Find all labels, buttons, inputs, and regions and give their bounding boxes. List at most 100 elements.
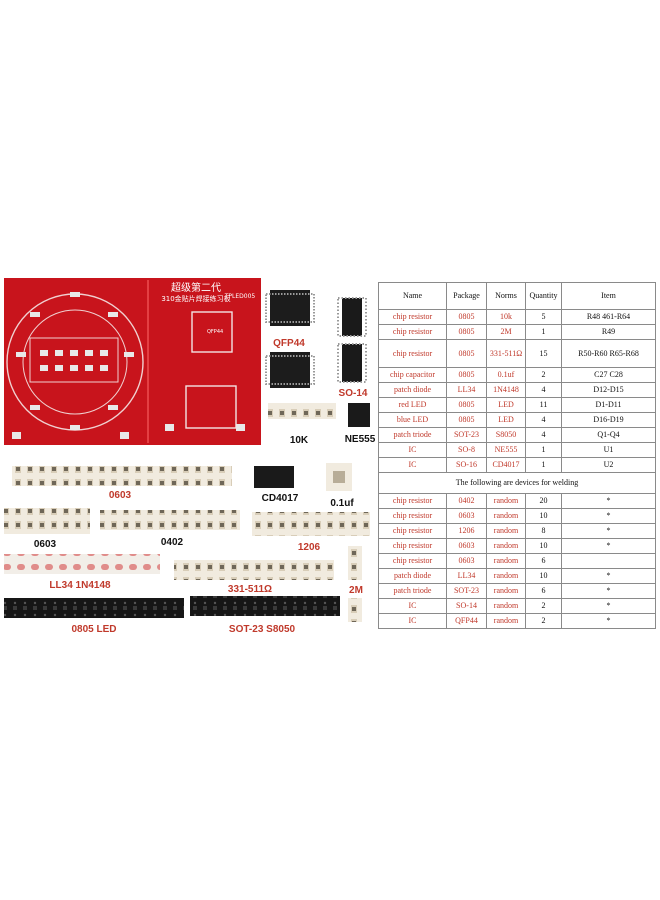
table-cell: R48 461-R64: [561, 309, 656, 325]
table-cell: C27 C28: [561, 367, 656, 383]
table-cell: 4: [525, 412, 562, 428]
table-cell: patch triode: [378, 583, 447, 599]
table-cell: 11: [525, 397, 562, 413]
table-cell: 4: [525, 382, 562, 398]
header-name: Name: [378, 282, 447, 310]
label-ll34: LL34 1N4148: [49, 580, 111, 591]
table-cell: 10k: [486, 309, 526, 325]
pcb-title: 超级第二代: [171, 281, 221, 294]
qfp44-chips: [265, 290, 315, 388]
separator-row: The following are devices for welding: [378, 472, 656, 494]
table-cell: red LED: [378, 397, 447, 413]
table-cell: *: [561, 613, 656, 629]
table-cell: SOT-23: [446, 427, 487, 443]
table-cell: *: [561, 538, 656, 554]
table-cell: IC: [378, 457, 447, 473]
table-cell: *: [561, 568, 656, 584]
separator-text: The following are devices for welding: [378, 472, 656, 494]
table-cell: 0603: [446, 508, 487, 524]
table-cell: QFP44: [446, 613, 487, 629]
label-1206: 1206: [298, 542, 321, 553]
table-cell: CD4017: [486, 457, 526, 473]
table-cell: patch diode: [378, 568, 447, 584]
table-cell: *: [561, 583, 656, 599]
pcb-board: 超级第二代 310金贴片焊接练习板 TPLED005 QFP44: [4, 278, 261, 445]
parts-table: Name Package Norms Quantity Item chip re…: [378, 282, 656, 629]
table-cell: random: [486, 493, 526, 509]
table-cell: LED: [486, 397, 526, 413]
strip-1206: [252, 512, 370, 536]
table-cell: random: [486, 508, 526, 524]
table-cell: 2: [525, 367, 562, 383]
label-331-511: 331-511Ω: [228, 584, 272, 595]
label-2m: 2M: [349, 585, 363, 596]
table-cell: 10: [525, 568, 562, 584]
table-cell: chip resistor: [378, 493, 447, 509]
table-cell: patch diode: [378, 382, 447, 398]
strip-0603-top: [12, 466, 232, 486]
table-cell: U1: [561, 442, 656, 458]
table-cell: random: [486, 598, 526, 614]
table-cell: 0805: [446, 339, 487, 368]
table-cell: U2: [561, 457, 656, 473]
table-cell: 1: [525, 442, 562, 458]
label-sot23: SOT-23 S8050: [229, 624, 296, 635]
table-cell: LL34: [446, 568, 487, 584]
table-header-row: Name Package Norms Quantity Item: [378, 282, 656, 310]
table-cell: SO-14: [446, 598, 487, 614]
table-cell: 15: [525, 339, 562, 368]
table-cell: LL34: [446, 382, 487, 398]
table-cell: random: [486, 523, 526, 539]
strip-2m-upper: [348, 546, 362, 580]
pcb-chip-label: QFP44: [207, 329, 223, 335]
table-cell: 1: [525, 457, 562, 473]
table-cell: 0805: [446, 397, 487, 413]
table-cell: 0603: [446, 553, 487, 569]
header-package: Package: [446, 282, 487, 310]
table-cell: 10: [525, 508, 562, 524]
table-cell: 0805: [446, 412, 487, 428]
table-cell: random: [486, 568, 526, 584]
cd4017-chip: [254, 466, 294, 488]
table-cell: 0805: [446, 367, 487, 383]
strip-0805-led: [4, 598, 184, 618]
table-cell: 5: [525, 309, 562, 325]
table-cell: chip resistor: [378, 523, 447, 539]
label-0-1uf: 0.1uf: [330, 498, 354, 509]
table-cell: SOT-23: [446, 583, 487, 599]
table-cell: chip resistor: [378, 553, 447, 569]
table-cell: patch triode: [378, 427, 447, 443]
strip-0603-left: [4, 508, 90, 534]
table-cell: SO-8: [446, 442, 487, 458]
table-cell: 0805: [446, 324, 487, 340]
label-cd4017: CD4017: [262, 493, 299, 504]
table-cell: *: [561, 523, 656, 539]
table-cell: 20: [525, 493, 562, 509]
label-qfp44: QFP44: [273, 338, 305, 349]
table-cell: IC: [378, 613, 447, 629]
table-cell: chip capacitor: [378, 367, 447, 383]
table-cell: *: [561, 508, 656, 524]
strip-ll34: [4, 554, 160, 574]
table-cell: 4: [525, 427, 562, 443]
table-cell: [561, 553, 656, 569]
header-quantity: Quantity: [525, 282, 562, 310]
strip-2m-lower: [348, 598, 362, 622]
table-cell: D16-D19: [561, 412, 656, 428]
table-cell: 2M: [486, 324, 526, 340]
